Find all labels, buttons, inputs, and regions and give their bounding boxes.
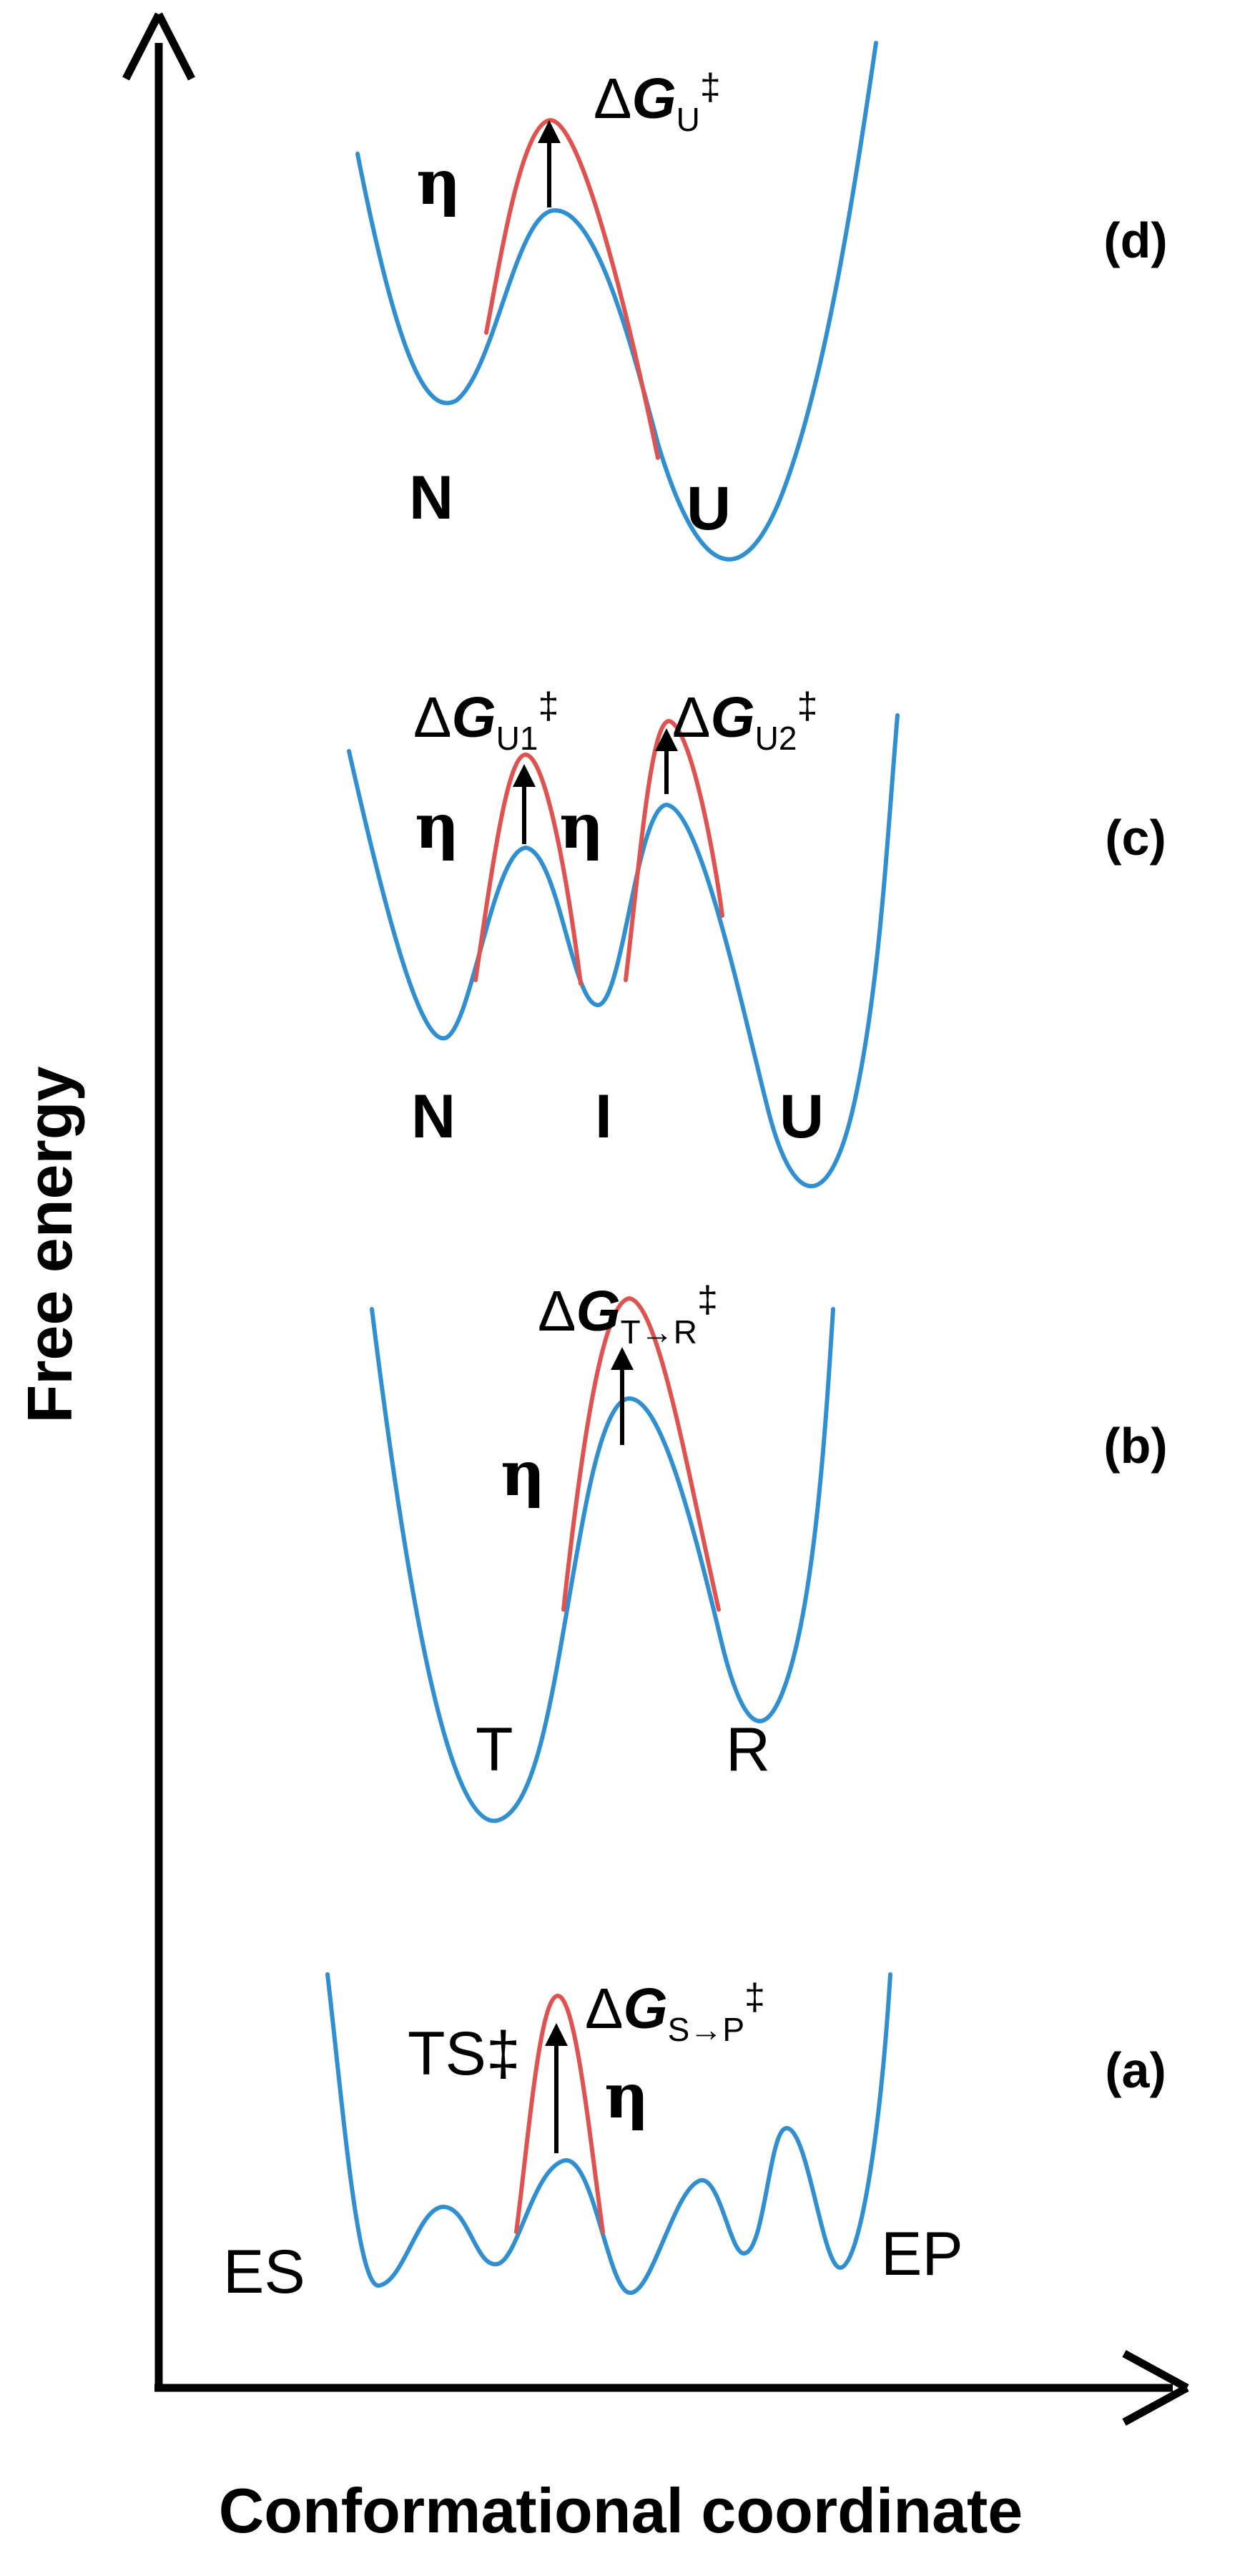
barrier-label-d: ΔGU‡ (594, 67, 721, 138)
barrier-overlay-b (561, 1296, 721, 1612)
barrier-label-a: ΔGS→P‡ (585, 1977, 765, 2048)
delta-b: Δ (538, 1279, 576, 1343)
barrier1-overlay-c (473, 753, 583, 986)
delta-d: Δ (594, 67, 631, 130)
state-i-c: I (595, 1082, 612, 1151)
barrier2-label-c: ΔGU2‡ (672, 685, 817, 757)
dagger-d: ‡ (700, 67, 721, 108)
y-axis-label: Free energy (14, 1066, 85, 1423)
y-axis-arrowhead (122, 12, 195, 81)
sub-a: S→P (668, 2011, 744, 2048)
transition-state-label-a: TS‡ (408, 2019, 521, 2088)
barrier2-arrow-head-c (655, 728, 678, 751)
eta-label-d: η (416, 147, 461, 219)
energy-curve-d (355, 41, 878, 562)
state-ep-a: EP (881, 2220, 963, 2288)
barrier-label-b: ΔGT→R‡ (538, 1279, 718, 1351)
sub1-c: U1 (496, 720, 538, 757)
g-d: G (631, 67, 676, 130)
sub-b: T→R (621, 1313, 697, 1351)
panel-label-c: (c) (1105, 810, 1166, 866)
barrier-overlay-a (514, 1994, 605, 2234)
dagger-b: ‡ (697, 1279, 718, 1321)
x-axis-arrowhead (1122, 2350, 1189, 2426)
barrier-arrow-head-a (545, 2023, 568, 2046)
eta-label-a: η (604, 2060, 649, 2132)
panel-label-d: (d) (1103, 212, 1167, 268)
state-t-b: T (476, 1715, 513, 1784)
state-n-d: N (409, 464, 453, 532)
panel-d: η ΔGU‡ N U (d) (355, 41, 1168, 562)
g-a: G (623, 1977, 667, 2040)
state-n-c: N (411, 1082, 456, 1151)
axes: Conformational coordinate Free energy (14, 12, 1189, 2546)
eta-left-c: η (415, 790, 460, 863)
panel-c: η η ΔGU1‡ ΔGU2‡ N I U (c) (347, 685, 1166, 1188)
state-es-a: ES (223, 2238, 305, 2306)
g1-c: G (451, 685, 496, 749)
eta-right-c: η (559, 790, 604, 863)
barrier1-arrow-head-c (513, 764, 536, 787)
state-u-d: U (686, 474, 731, 543)
state-r-b: R (726, 1715, 770, 1784)
sub-d: U (676, 101, 700, 138)
barrier-arrow-head-d (538, 120, 561, 143)
eta-label-b: η (501, 1438, 546, 1510)
barrier1-label-c: ΔGU1‡ (413, 685, 558, 757)
panel-b: η ΔGT→R‡ T R (b) (370, 1279, 1168, 1823)
state-u-c: U (779, 1082, 824, 1151)
panel-label-a: (a) (1105, 2042, 1166, 2098)
sub2-c: U2 (755, 720, 797, 757)
energy-curve-a (325, 1972, 892, 2295)
dagger-a: ‡ (744, 1977, 765, 2018)
barrier2-overlay-c (624, 719, 724, 982)
delta-a: Δ (585, 1977, 623, 2040)
dagger1-c: ‡ (538, 685, 558, 727)
dagger2-c: ‡ (797, 685, 817, 727)
delta1-c: Δ (413, 685, 451, 749)
panel-a: TS‡ η ΔGS→P‡ ES EP (a) (223, 1972, 1166, 2306)
x-axis-label: Conformational coordinate (219, 2475, 1023, 2546)
barrier-overlay-d (484, 118, 660, 460)
delta2-c: Δ (672, 685, 710, 749)
g2-c: G (710, 685, 754, 749)
g-b: G (576, 1279, 620, 1343)
barrier-arrow-head-b (611, 1347, 634, 1370)
panel-label-b: (b) (1103, 1418, 1167, 1474)
